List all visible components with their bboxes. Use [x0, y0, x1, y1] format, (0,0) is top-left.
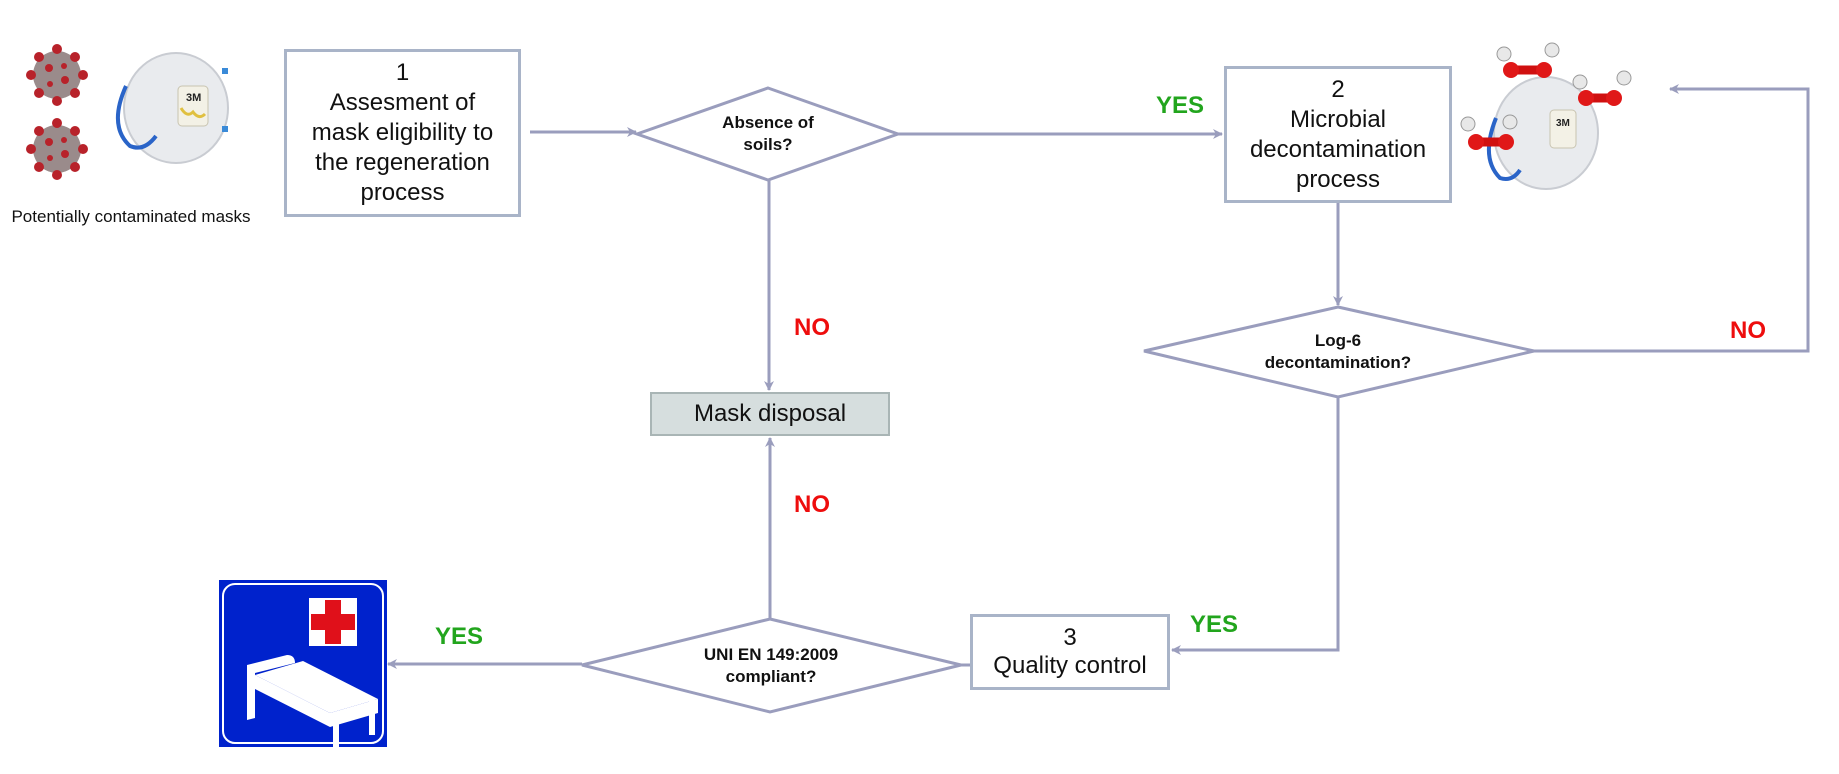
step-text-line: decontamination	[1249, 135, 1427, 163]
h2o2-molecule-icon	[1460, 114, 1518, 150]
decision-text-line: compliant?	[725, 667, 817, 686]
decision-uni-diamond	[581, 617, 962, 714]
red-cross-icon	[309, 598, 357, 646]
mask-with-h2o2-molecules-icon: 3M	[1460, 42, 1632, 190]
label-uni-yes: YES	[434, 623, 484, 650]
decision-text-line: Log-6	[1314, 331, 1362, 350]
step-text-line: process	[360, 179, 445, 206]
step-number: 1	[395, 59, 410, 86]
step-text-line: Quality control	[993, 652, 1147, 679]
decision-text-line: soils?	[743, 135, 793, 154]
step-3-box: 3 Quality control	[970, 614, 1170, 690]
step-number: 3	[1063, 624, 1077, 651]
label-uni-no: NO	[794, 491, 830, 518]
decision-soils-diamond	[632, 86, 903, 182]
bed-icon	[247, 655, 378, 747]
decision-soils-text: Absence of soils?	[722, 112, 814, 156]
step-text-line: process	[1295, 165, 1381, 193]
step-2-box: 2 Microbial decontamination process	[1224, 66, 1452, 203]
label-soils-yes: YES	[1155, 92, 1205, 119]
svg-text:3M: 3M	[1556, 118, 1570, 129]
edge-log6-yes-to-qc	[1171, 397, 1340, 655]
step-text-line: Microbial	[1289, 105, 1387, 133]
decision-text-line: Absence of	[722, 113, 814, 132]
step-text-line: Assesment of	[329, 89, 476, 116]
virus-icon	[26, 44, 88, 106]
edge-log6-no-loop	[1534, 84, 1810, 353]
h2o2-molecule-icon	[1572, 70, 1632, 106]
decision-log6-diamond	[1143, 305, 1535, 399]
hospital-bed-sign-icon	[219, 580, 387, 747]
decision-log6-text: Log-6 decontamination?	[1265, 330, 1411, 374]
start-caption: Potentially contaminated masks	[11, 207, 251, 226]
label-log6-no: NO	[1730, 317, 1766, 344]
mask-disposal-box: Mask disposal	[650, 392, 890, 436]
respirator-mask-icon: 3M	[115, 52, 229, 164]
decision-uni-text: UNI EN 149:2009 compliant?	[704, 644, 838, 688]
step-text-line: mask eligibility to	[311, 119, 494, 146]
virus-icon	[26, 118, 88, 180]
label-soils-no: NO	[794, 314, 830, 341]
label-log6-yes: YES	[1189, 611, 1239, 638]
h2o2-molecule-icon	[1496, 42, 1560, 78]
step-text-line: the regeneration	[315, 149, 490, 176]
decision-text-line: UNI EN 149:2009	[703, 645, 839, 664]
decision-text-line: decontamination?	[1264, 353, 1412, 372]
step-number: 2	[1331, 75, 1345, 103]
svg-text:3M: 3M	[186, 92, 201, 104]
step-1-box: 1 Assesment of mask eligibility to the r…	[284, 49, 521, 217]
